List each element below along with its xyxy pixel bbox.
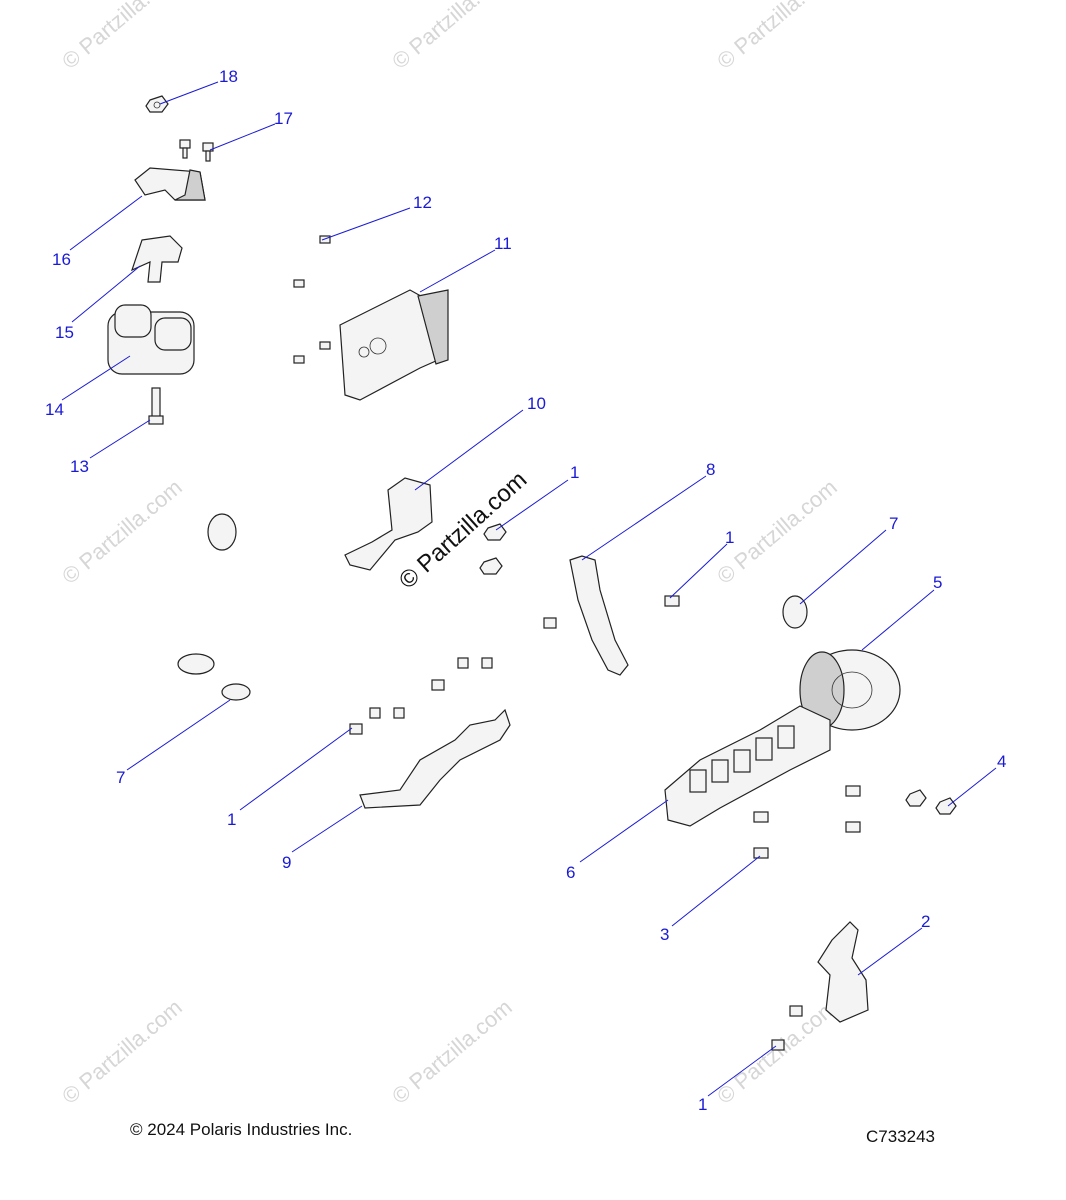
part-14-relay-block [107,304,195,375]
part-16-bracket [134,167,206,201]
watermark: © Partzilla.com [712,0,842,74]
watermark-layer: © Partzilla.com © Partzilla.com © Partzi… [57,0,842,1109]
callout-labels: 18 17 16 15 14 13 12 11 10 1 8 1 7 5 7 1… [45,67,1006,1114]
part-10-bracket [344,477,433,571]
callout-7[interactable]: 7 [116,768,125,787]
part-9-bracket [349,657,511,809]
callout-12[interactable]: 12 [413,193,432,212]
watermark: © Partzilla.com [57,0,187,74]
part-8-strap-bracket [569,555,629,676]
callout-9[interactable]: 9 [282,853,291,872]
callout-6[interactable]: 6 [566,863,575,882]
callout-2[interactable]: 2 [921,912,930,931]
part-2-bracket [771,921,869,1051]
callout-13[interactable]: 13 [70,457,89,476]
part-6-rail [664,705,831,827]
part-15-clip [131,235,183,283]
leader-lines [61,81,997,1097]
callout-16[interactable]: 16 [52,250,71,269]
part-13-screw [148,387,164,425]
callout-10[interactable]: 10 [527,394,546,413]
callout-17[interactable]: 17 [274,109,293,128]
watermark: © Partzilla.com [57,474,187,588]
watermark: © Partzilla.com [57,994,187,1108]
part-11-ecu-module [339,289,449,401]
part-5-cap [799,649,901,731]
part-18-nut [145,95,169,113]
callout-18[interactable]: 18 [219,67,238,86]
part-7-ties [177,513,808,701]
watermark: © Partzilla.com [712,994,842,1108]
part-17-bolts [179,139,214,162]
callout-1[interactable]: 1 [227,810,236,829]
watermark: © Partzilla.com [387,0,517,74]
callout-7[interactable]: 7 [889,514,898,533]
callout-1[interactable]: 1 [570,463,579,482]
watermark: © Partzilla.com [387,994,517,1108]
callout-11[interactable]: 11 [494,234,512,253]
callout-8[interactable]: 8 [706,460,715,479]
diagram-code: C733243 [866,1127,936,1146]
callout-1[interactable]: 1 [698,1095,707,1114]
part-1-fasteners [479,523,680,629]
callout-14[interactable]: 14 [45,400,64,419]
callout-15[interactable]: 15 [55,323,74,342]
callout-3[interactable]: 3 [660,925,669,944]
part-12-screws [293,235,331,364]
callout-1[interactable]: 1 [725,528,734,547]
callout-5[interactable]: 5 [933,573,942,592]
callout-4[interactable]: 4 [997,752,1006,771]
part-3-4-fasteners [753,785,957,859]
copyright-text: © 2024 Polaris Industries Inc. [130,1120,353,1139]
